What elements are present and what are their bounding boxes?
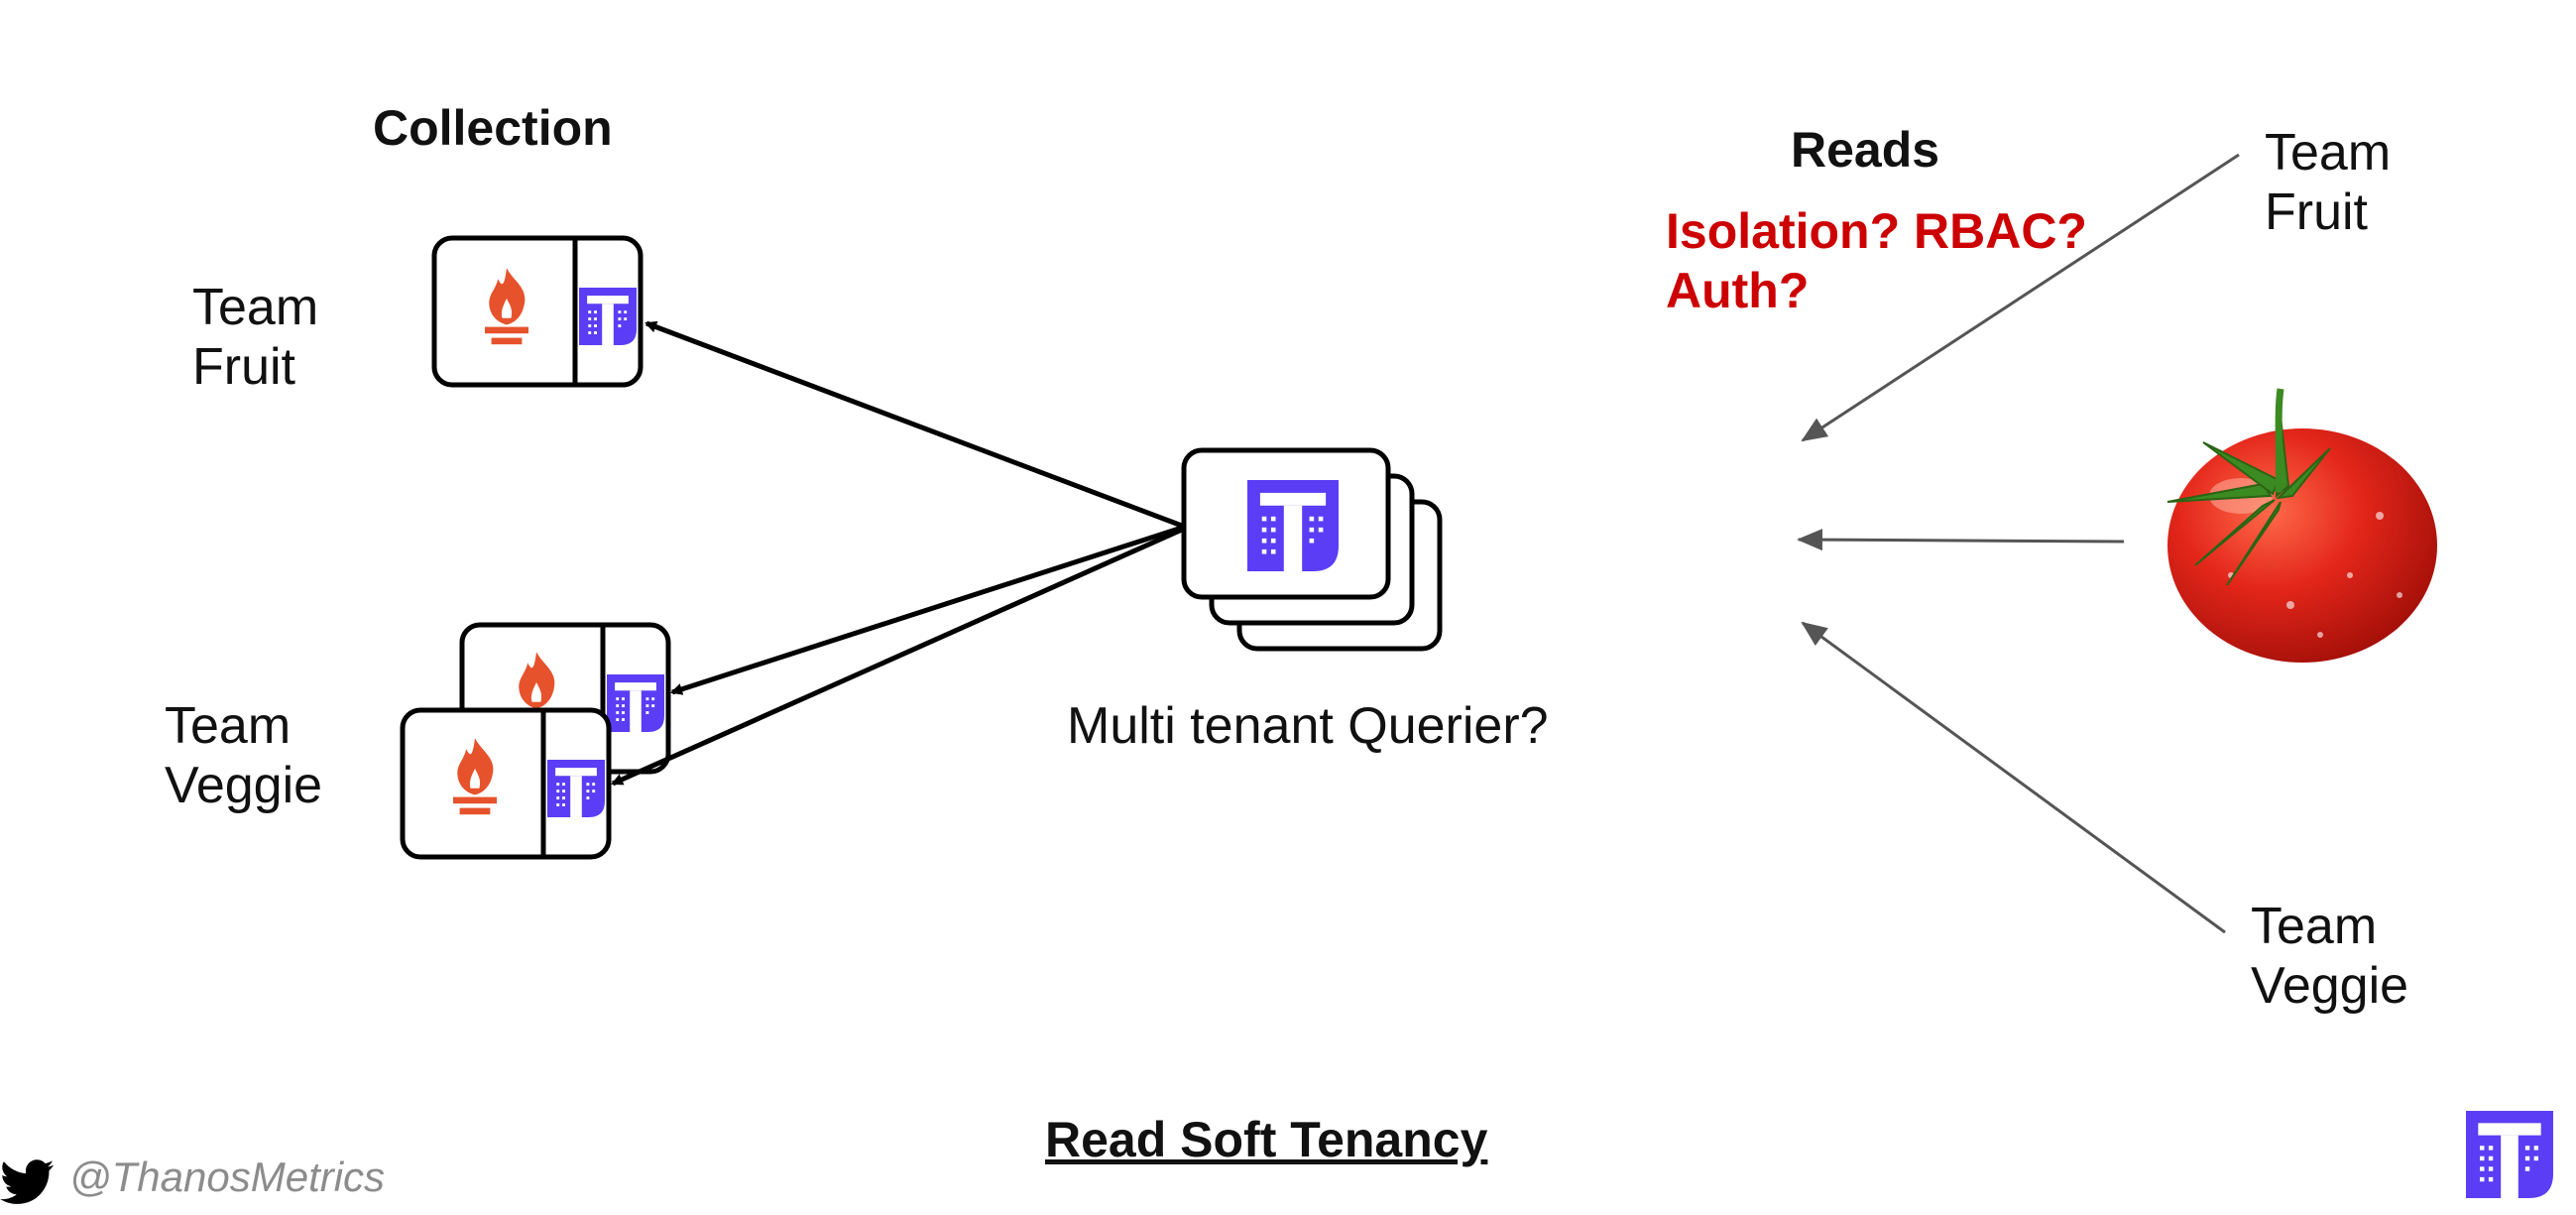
reads-question-line1: Isolation? RBAC? bbox=[1666, 203, 2087, 259]
thanos-logo-icon bbox=[2466, 1111, 2553, 1198]
querier-arrows bbox=[611, 320, 1184, 787]
querier-stack bbox=[1181, 447, 1443, 652]
reads-arrows bbox=[1797, 153, 2240, 934]
fruit-prometheus-box bbox=[431, 235, 644, 388]
collection-team-veggie-line2: Veggie bbox=[165, 757, 323, 814]
reads-question-line2: Auth? bbox=[1666, 263, 1810, 318]
collection-team-fruit-line2: Fruit bbox=[192, 338, 295, 396]
collection-team-fruit-line1: Team bbox=[192, 279, 319, 336]
querier-label: Multi tenant Querier? bbox=[1067, 697, 1549, 755]
arrow-from-fruit bbox=[1801, 153, 2240, 442]
reads-team-veggie-line1: Team bbox=[2251, 898, 2378, 955]
tomato-icon bbox=[2166, 388, 2437, 663]
twitter-icon bbox=[0, 1159, 55, 1204]
thanos-icon bbox=[607, 674, 664, 732]
reads-team-fruit-line2: Fruit bbox=[2265, 183, 2368, 241]
arrow-to-veggie-back bbox=[670, 525, 1183, 695]
thanos-icon bbox=[1247, 480, 1339, 571]
veggie-prometheus-box-front bbox=[400, 707, 612, 860]
thanos-icon bbox=[547, 760, 605, 817]
arrow-from-tomato bbox=[1797, 529, 2125, 551]
arrow-to-veggie-front bbox=[611, 527, 1184, 787]
arrow-from-veggie bbox=[1801, 621, 2226, 934]
arrow-to-fruit bbox=[644, 320, 1183, 529]
twitter-handle: @ThanosMetrics bbox=[69, 1154, 386, 1200]
thanos-icon bbox=[579, 288, 637, 345]
reads-heading: Reads bbox=[1791, 122, 1940, 178]
slide-title: Read Soft Tenancy bbox=[1045, 1112, 1488, 1167]
collection-team-veggie-line1: Team bbox=[165, 697, 292, 755]
reads-team-veggie-line2: Veggie bbox=[2251, 957, 2409, 1015]
reads-team-fruit-line1: Team bbox=[2265, 124, 2392, 182]
collection-heading: Collection bbox=[373, 100, 613, 156]
